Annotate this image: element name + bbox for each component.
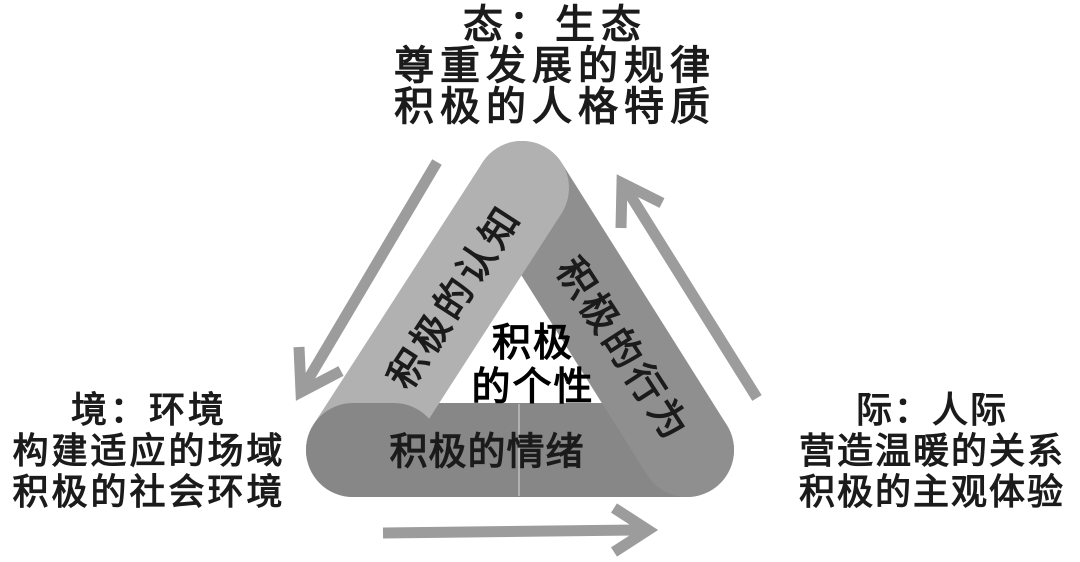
center-label: 积极 的个性 xyxy=(471,322,594,410)
vertex-label-top-line2: 尊重发展的规律 xyxy=(394,43,716,88)
vertex-label-right: 际：人际 营造温暖的关系 积极的主观体验 xyxy=(784,390,1080,513)
bottom-bar-label: 积极的情绪 xyxy=(389,431,585,474)
vertex-label-top-line1: 态：生态 xyxy=(463,2,647,47)
arrow-up-right-icon xyxy=(615,174,762,401)
vertex-label-top: 态：生态 尊重发展的规律 积极的人格特质 xyxy=(380,4,730,127)
arrow-right-icon xyxy=(382,503,659,557)
center-label-line2: 的个性 xyxy=(471,366,595,409)
arrow-down-left-icon xyxy=(293,159,442,401)
vertex-label-right-line3: 积极的主观体验 xyxy=(798,472,1065,512)
vertex-label-left-line1: 境：环境 xyxy=(70,390,227,430)
vertex-label-left-line2: 构建适应的场域 xyxy=(12,431,286,471)
vertex-label-left-line3: 积极的社会环境 xyxy=(12,472,286,512)
vertex-label-left: 境：环境 构建适应的场域 积极的社会环境 xyxy=(0,390,298,513)
vertex-label-right-line2: 营造温暖的关系 xyxy=(798,431,1065,471)
vertex-label-right-line1: 际：人际 xyxy=(855,390,1008,430)
vertex-label-top-line3: 积极的人格特质 xyxy=(394,84,716,129)
center-label-line1: 积极 xyxy=(491,322,575,365)
